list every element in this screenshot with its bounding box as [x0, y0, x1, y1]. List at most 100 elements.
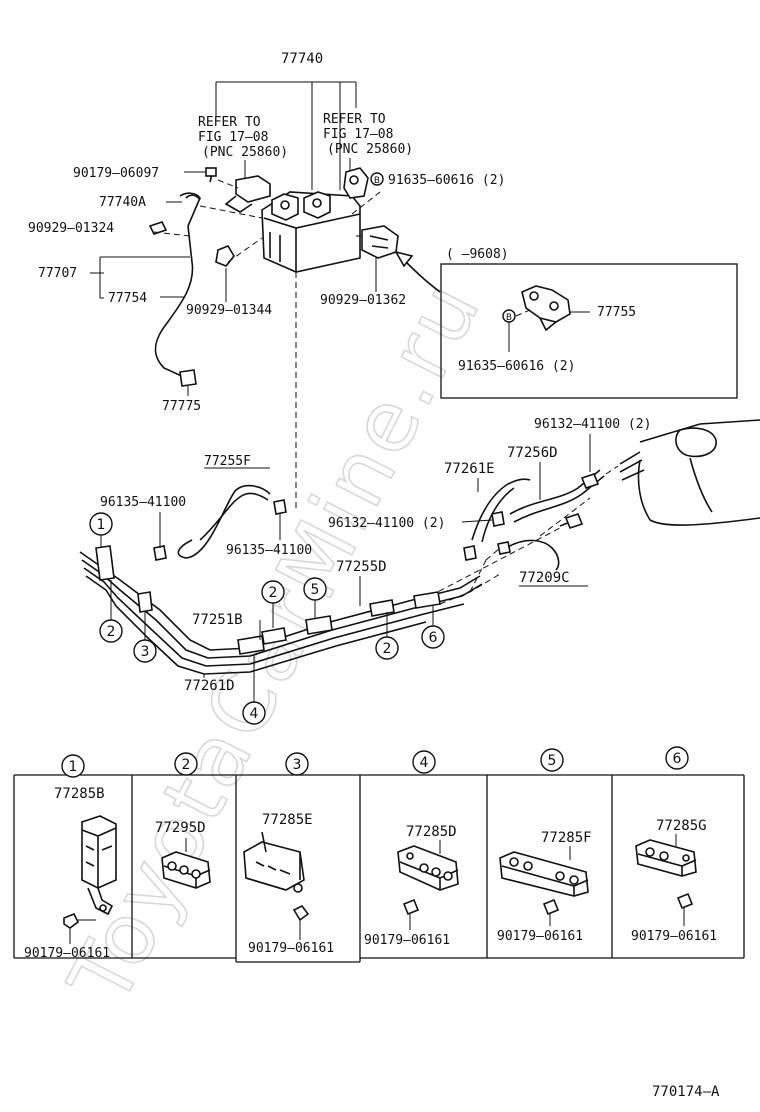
- leader-77707: [90, 256, 190, 299]
- hose-77256d-inner: [513, 475, 605, 523]
- clamp-2-mid: [261, 627, 287, 645]
- clamp-96135-b: [273, 499, 287, 515]
- fuel-tank: [619, 419, 760, 526]
- clamp-77285d-drawing: [397, 845, 459, 916]
- table-callout-4: 4: [412, 750, 436, 774]
- refer-right-3: (PNC 25860): [327, 142, 413, 157]
- drawing-number: 770174–A: [652, 1084, 720, 1100]
- clamp-4: [237, 635, 265, 655]
- callout-2-right: 2: [375, 612, 399, 660]
- table-callout-3: 3: [285, 752, 309, 776]
- clamp-96132-mid: [491, 511, 505, 527]
- clamp-77285g-drawing: [635, 839, 697, 910]
- inset-box: [440, 263, 738, 399]
- vsv-left: [224, 175, 271, 213]
- table-part-77285b: 77285B: [54, 786, 105, 802]
- label-77261d: 77261D: [184, 678, 235, 694]
- hose-77754: [154, 192, 201, 379]
- label-90929-01324: 90929–01324: [28, 221, 114, 236]
- label-96132-top: 96132–41100 (2): [534, 417, 651, 432]
- b-mark-inset-text: B: [506, 313, 512, 323]
- label-96135-b: 96135–41100: [226, 543, 312, 558]
- callout-2-left: 2: [99, 580, 123, 643]
- callout-2-mid: 2: [261, 580, 285, 628]
- refer-left-1: REFER TO: [198, 115, 261, 130]
- label-90929-01344: 90929–01344: [186, 303, 272, 318]
- label-77209c: 77209C: [519, 570, 570, 586]
- hose-77261e-inner: [481, 487, 515, 543]
- table-bolt-5: 90179–06161: [497, 929, 583, 944]
- dashed-leaders-mid: [429, 465, 619, 605]
- clamp-fitting: [463, 545, 477, 561]
- label-77754: 77754: [108, 291, 147, 306]
- svg-text:5: 5: [311, 582, 320, 598]
- leader-line: [461, 519, 493, 523]
- label-96132-mid: 96132–41100 (2): [328, 516, 445, 531]
- svg-text:3: 3: [293, 757, 302, 773]
- dashed-leader: [515, 309, 531, 317]
- b-mark-text: B: [374, 176, 380, 186]
- svg-text:4: 4: [250, 706, 259, 722]
- label-77740a: 77740A: [99, 195, 146, 210]
- label-77261e: 77261E: [444, 461, 495, 477]
- part-77755: [521, 285, 571, 332]
- svg-text:2: 2: [269, 585, 278, 601]
- clip-90929-01324: [148, 221, 168, 235]
- dashed-leaders-top: [153, 179, 381, 510]
- label-90929-01362: 90929–01362: [320, 293, 406, 308]
- svg-text:1: 1: [69, 759, 78, 775]
- label-77255f: 77255F: [204, 454, 251, 469]
- clamp-fitting-3: [564, 513, 584, 529]
- clamp-96132-top: [580, 473, 600, 489]
- label-77707: 77707: [38, 266, 77, 281]
- clamp-77285f-drawing: [499, 851, 589, 916]
- clamp-96135-a: [153, 545, 167, 561]
- vsv-right: [343, 167, 369, 199]
- label-96135-a: 96135–41100: [100, 495, 186, 510]
- refer-left-3: (PNC 25860): [202, 145, 288, 160]
- leader-refer: [244, 158, 351, 180]
- clamp-3: [137, 591, 153, 613]
- bracket-90929-01362: [361, 225, 399, 259]
- callout-6: 6: [421, 606, 445, 649]
- table-callout-5: 5: [540, 748, 564, 772]
- refer-left-2: FIG 17–08: [198, 130, 268, 145]
- table-part-77285e: 77285E: [262, 812, 313, 828]
- table-part-77285f: 77285F: [541, 830, 592, 846]
- label-91635-top: 91635–60616 (2): [388, 173, 505, 188]
- svg-text:2: 2: [182, 757, 191, 773]
- hose-77261e: [471, 478, 531, 541]
- svg-text:3: 3: [141, 644, 150, 660]
- clip-90929-01344: [215, 245, 235, 267]
- charcoal-canister: [261, 191, 361, 273]
- svg-text:2: 2: [107, 624, 116, 640]
- clamp-fitting-2: [497, 541, 511, 555]
- svg-text:1: 1: [97, 517, 106, 533]
- table-part-77285d: 77285D: [406, 824, 457, 840]
- label-77740: 77740: [281, 51, 323, 67]
- svg-text:6: 6: [673, 751, 682, 767]
- label-77755: 77755: [597, 305, 636, 320]
- leader-77740: [215, 81, 357, 190]
- refer-right-1: REFER TO: [323, 112, 386, 127]
- label-77255d: 77255D: [336, 559, 387, 575]
- table-part-77295d: 77295D: [155, 820, 206, 836]
- clamp-77285e-drawing: [243, 831, 310, 922]
- label-77256d: 77256D: [507, 445, 558, 461]
- hose-77256d: [509, 469, 601, 515]
- arrow-head-icon: [394, 250, 414, 268]
- refer-right-2: FIG 17–08: [323, 127, 393, 142]
- clip-77775: [179, 369, 197, 387]
- clip-icon: [205, 167, 217, 177]
- svg-text:2: 2: [383, 641, 392, 657]
- label-90179-06097: 90179–06097: [73, 166, 159, 181]
- clamp-table: [13, 774, 745, 963]
- callout-1: 1: [89, 512, 113, 548]
- hose-77255f: [177, 484, 271, 559]
- clamp-5: [305, 615, 333, 635]
- callout-5: 5: [303, 577, 327, 618]
- b-mark-top: [370, 172, 384, 186]
- hose-77740a: [185, 194, 201, 201]
- table-bolt-1: 90179–06161: [24, 946, 110, 961]
